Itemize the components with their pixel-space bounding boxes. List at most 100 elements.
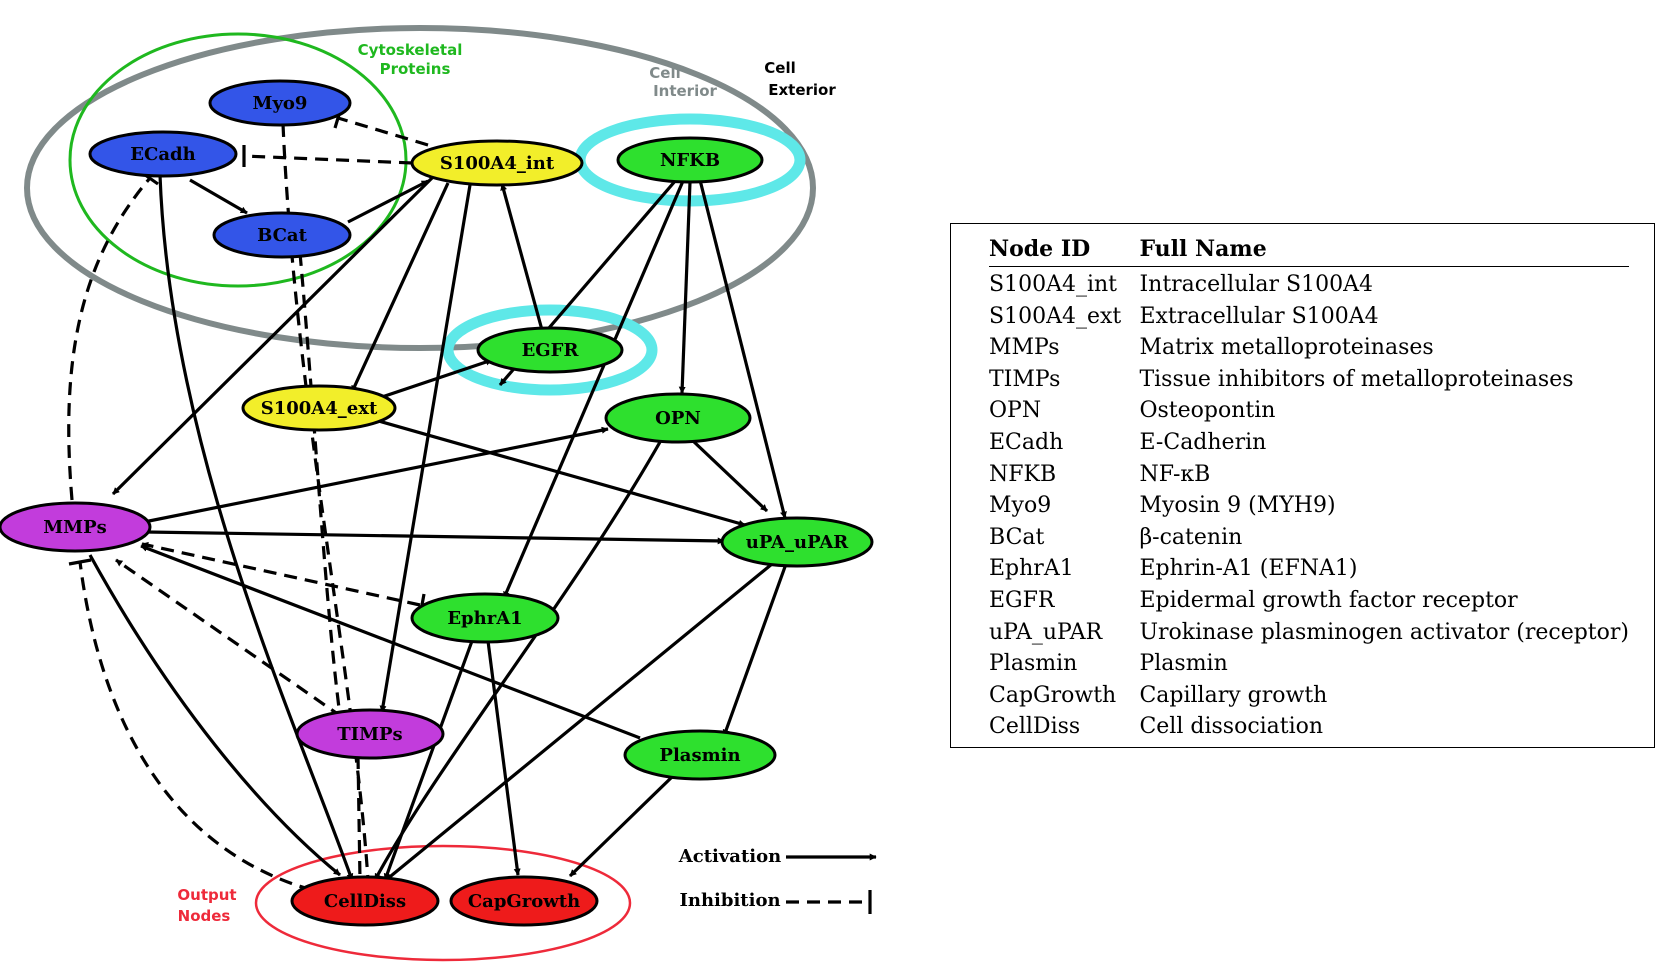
- cell-interior-label-line2: Interior: [653, 82, 717, 100]
- edge-upa-plasmin: [722, 563, 788, 737]
- node-label: EGFR: [522, 340, 580, 361]
- table-row: EphrA1 Ephrin-A1 (EFNA1): [989, 553, 1629, 585]
- table-row: CapGrowth Capillary growth: [989, 680, 1629, 712]
- node-shape: [88, 130, 238, 178]
- node-shape: [449, 875, 599, 927]
- cell-node-id: EGFR: [989, 587, 1055, 613]
- legend-inhibition-label: Inhibition: [679, 890, 780, 911]
- cell-interior-label-line1: Cell: [649, 64, 680, 82]
- cell-full-name: Intracellular S100A4: [1139, 272, 1373, 297]
- edge-ephra1-capgrowth: [486, 640, 521, 876]
- cytoskeletal-label-line1: Cytoskeletal: [358, 41, 463, 59]
- edge-s100a4ext-egfr: [375, 358, 493, 401]
- edge-plasmin-mmps: [140, 544, 641, 740]
- node-upa-upar: uPA_uPAR: [720, 516, 874, 568]
- edge-ephra1-celldiss: [383, 640, 474, 881]
- cell-interior-boundary: [24, 25, 816, 351]
- cell-node-id: S100A4_int: [989, 272, 1117, 297]
- edge-opn-celldiss: [373, 441, 662, 881]
- edge-ecadh-bcat: [189, 178, 248, 215]
- node-shape: [410, 592, 560, 644]
- cell-node-id: MMPs: [989, 335, 1060, 361]
- cell-full-name: NF-κB: [1139, 461, 1211, 487]
- node-ecadh: ECadh: [88, 130, 238, 178]
- cell-full-name: Capillary growth: [1139, 682, 1328, 708]
- cell-node-id: Plasmin: [989, 651, 1078, 677]
- edge-timps-mmps: [115, 558, 343, 719]
- cell-node-id: uPA_uPAR: [989, 619, 1103, 645]
- cell-node-id: Myo9: [989, 493, 1052, 519]
- output-nodes-label-line1: Output: [177, 886, 236, 904]
- cell-full-name: Cell dissociation: [1139, 714, 1324, 740]
- node-label: S100A4_int: [440, 153, 555, 174]
- node-label: uPA_uPAR: [746, 532, 850, 553]
- node-shape: [290, 875, 440, 927]
- node-shape: [623, 729, 777, 781]
- node-egfr: EGFR: [476, 326, 624, 374]
- edge-s100a4int-mmps: [111, 176, 434, 496]
- node-label: S100A4_ext: [261, 398, 378, 419]
- node-myo9: Myo9: [208, 79, 352, 127]
- node-shape: [212, 211, 352, 259]
- node-nfkb: NFKB: [616, 136, 764, 184]
- output-nodes-label-line2: Nodes: [178, 907, 231, 925]
- node-label: EphrA1: [447, 608, 522, 629]
- node-label: BCat: [257, 225, 308, 246]
- table-row: Plasmin Plasmin: [989, 648, 1629, 680]
- cytoskeletal-region: [68, 32, 408, 288]
- cell-full-name: β-catenin: [1139, 524, 1243, 550]
- edge-nfkb-upa: [698, 179, 787, 519]
- cell-node-id: ECadh: [989, 429, 1064, 455]
- node-ephra1: EphrA1: [410, 592, 560, 644]
- cell-full-name: Plasmin: [1139, 651, 1228, 677]
- edge-s100a4int-timps: [379, 184, 472, 713]
- cell-node-id: CapGrowth: [989, 682, 1117, 708]
- edge-s100a4ext-upa: [374, 418, 746, 527]
- node-bcat: BCat: [212, 211, 352, 259]
- edge-mmps-ecadh: [67, 176, 152, 501]
- node-capgrowth: CapGrowth: [449, 875, 599, 927]
- node-shape: [604, 392, 752, 444]
- cell-node-id: BCat: [989, 524, 1045, 550]
- cell-node-id: TIMPs: [989, 366, 1061, 392]
- edge-bcat-timps: [298, 252, 342, 717]
- cell-full-name: Urokinase plasminogen activator (recepto…: [1139, 619, 1629, 645]
- node-shape: [295, 708, 445, 760]
- cell-node-id: S100A4_ext: [989, 303, 1122, 329]
- cell-full-name: Ephrin-A1 (EFNA1): [1139, 556, 1358, 582]
- edge-nfkb-opn: [678, 181, 692, 394]
- cell-node-id: NFKB: [989, 461, 1057, 487]
- node-plasmin: Plasmin: [623, 729, 777, 781]
- cell-node-id: OPN: [989, 398, 1042, 424]
- cell-exterior-label-line2: Exterior: [768, 81, 836, 99]
- edge-s100a4int-s100a4ext: [350, 182, 450, 393]
- table-header-row: Node ID Full Name: [989, 234, 1629, 267]
- header-full-name: Full Name: [1139, 234, 1629, 267]
- node-shape: [616, 136, 764, 184]
- edges: [67, 107, 788, 892]
- node-s100a4-int: S100A4_int: [410, 139, 584, 187]
- edge-egfr-s100a4int: [500, 183, 544, 331]
- edge-bcat-s100a4int: [347, 179, 429, 224]
- table-row: BCat β-catenin: [989, 522, 1629, 554]
- legend-activation-label: Activation: [678, 846, 781, 867]
- legend: Activation Inhibition: [678, 846, 877, 914]
- node-s100a4-ext: S100A4_ext: [241, 384, 397, 432]
- node-shape: [241, 384, 397, 432]
- table-row: S100A4_int Intracellular S100A4: [989, 267, 1629, 301]
- cell-node-id: EphrA1: [989, 556, 1074, 582]
- node-shape: [410, 139, 584, 187]
- table-row: NFKB NF-κB: [989, 459, 1629, 491]
- network-diagram: Cytoskeletal Proteins Cell Interior Cell…: [0, 25, 877, 962]
- cytoskeletal-label-line2: Proteins: [380, 60, 451, 78]
- output-region: [254, 844, 632, 962]
- egfr-exterior-ring: [442, 304, 658, 396]
